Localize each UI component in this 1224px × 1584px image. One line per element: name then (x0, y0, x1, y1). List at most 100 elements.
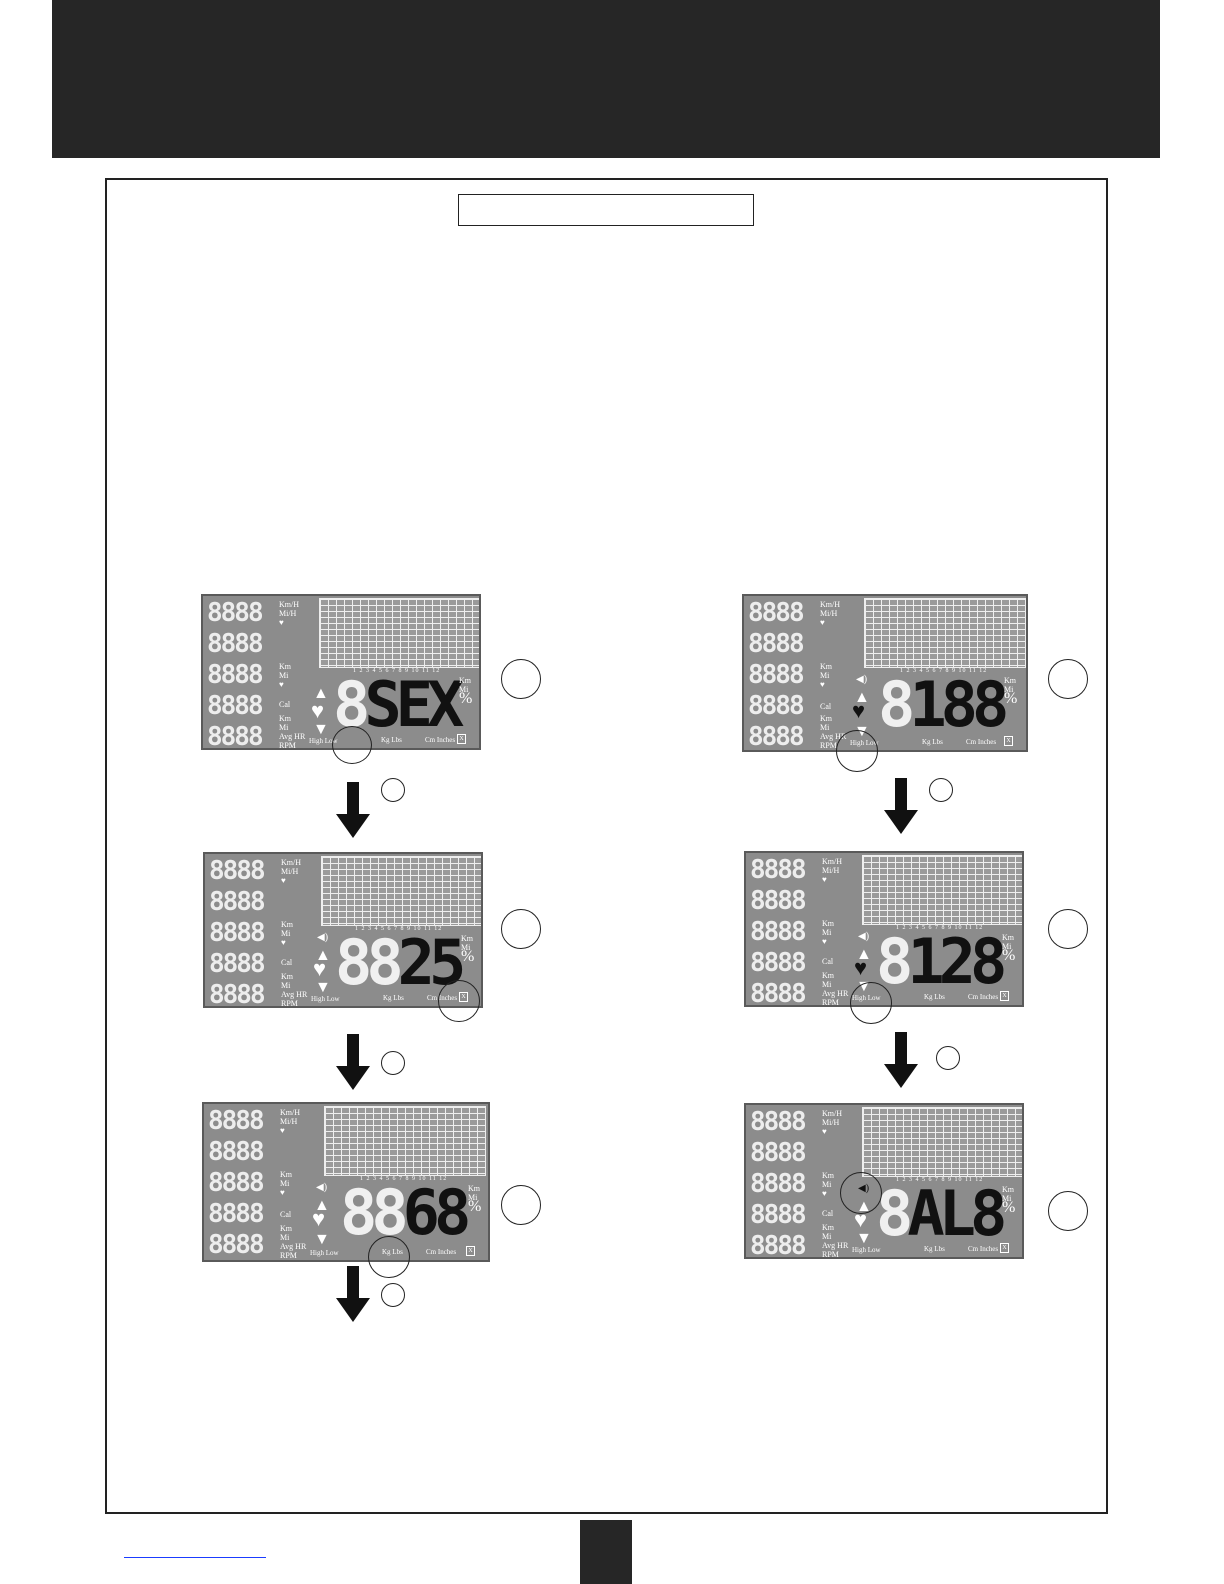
lcd-percent: % (1002, 1199, 1016, 1216)
footer-link-underline[interactable] (124, 1557, 266, 1558)
lcd-cm-inches: Cm Inches (968, 993, 999, 1001)
lcd-x-box: X (1000, 1243, 1009, 1253)
lcd-left-column: 8888 8888 8888 8888 8888 (750, 855, 807, 1005)
lcd-high-low: High Low (311, 995, 340, 1003)
lcd-seg-row: 8888 (750, 1169, 807, 1199)
lcd-cm-inches: Cm Inches (968, 1245, 999, 1253)
heart-icon: ♥ (854, 1207, 868, 1232)
lcd-main-readout: 8188 (878, 668, 1009, 741)
lcd-percent: % (468, 1198, 482, 1215)
up-triangle-icon: ▲ (315, 947, 331, 964)
lcd-column-numbers: 1 2 3 4 5 6 7 8 9 10 11 12 (900, 668, 988, 674)
lcd-left-column: 8888 8888 8888 8888 8888 (207, 598, 264, 750)
lcd-seg-row: 8888 (207, 722, 264, 750)
highlight-ring (836, 730, 878, 772)
lcd-x-box: X (466, 1246, 475, 1256)
lcd-seg-row: 8888 (209, 856, 266, 886)
lcd-column-numbers: 1 2 3 4 5 6 7 8 9 10 11 12 (360, 1176, 448, 1182)
highlight-ring (438, 980, 480, 1022)
lcd-dot-matrix (319, 598, 479, 668)
lcd-seg-row: 8888 (750, 917, 807, 947)
lcd-seg-row: 8888 (750, 1200, 807, 1230)
lcd-seg-row: 8888 (748, 660, 805, 690)
down-arrow-icon (336, 1034, 370, 1090)
lcd-seg-row: 8888 (750, 886, 807, 916)
lcd-unit-cal: Cal (279, 700, 291, 709)
step-circle (1048, 659, 1088, 699)
lcd-column-numbers: 1 2 3 4 5 6 7 8 9 10 11 12 (896, 1177, 984, 1183)
lcd-seg-row: 8888 (750, 1231, 807, 1259)
up-triangle-icon: ▲ (856, 946, 872, 963)
heart-icon: ♥ (312, 1206, 326, 1231)
lcd-seg-row: 8888 (748, 629, 805, 659)
speaker-icon: ◀) (858, 931, 870, 942)
lcd-seg-row: 8888 (750, 1138, 807, 1168)
up-triangle-icon: ▲ (854, 689, 870, 706)
step-circle-small (936, 1046, 960, 1070)
lcd-column-numbers: 1 2 3 4 5 6 7 8 9 10 11 12 (896, 925, 984, 931)
lcd-kg-lbs: Kg Lbs (924, 993, 945, 1001)
lcd-unit-cal: Cal (822, 1209, 834, 1218)
speaker-icon: ◀) (317, 932, 329, 943)
up-triangle-icon: ▲ (314, 1197, 330, 1214)
heart-icon: ♥ (852, 698, 866, 723)
lcd-seg-row: 8888 (748, 691, 805, 721)
lcd-x-box: X (1004, 736, 1013, 746)
lcd-column-numbers: 1 2 3 4 5 6 7 8 9 10 11 12 (355, 926, 443, 932)
lcd-seg-row: 8888 (207, 629, 264, 659)
lcd-seg-row: 8888 (207, 598, 264, 628)
step-circle-small (381, 1051, 405, 1075)
step-circle (501, 659, 541, 699)
lcd-cm-inches: Cm Inches (966, 738, 997, 746)
lcd-seg-row: 8888 (207, 660, 264, 690)
step-circle-small (381, 1283, 405, 1307)
down-triangle-icon: ▼ (856, 1230, 872, 1247)
lcd-left-column: 8888 8888 8888 8888 8888 (208, 1106, 265, 1260)
lcd-percent: % (461, 948, 475, 965)
lcd-main-readout: 8868 (340, 1176, 471, 1249)
section-title-box (458, 194, 754, 226)
up-triangle-icon: ▲ (313, 685, 329, 702)
lcd-dot-matrix (862, 855, 1022, 925)
highlight-ring (368, 1236, 410, 1278)
lcd-seg-row: 8888 (750, 1107, 807, 1137)
step-circle (1048, 1191, 1088, 1231)
lcd-kg-lbs: Kg Lbs (381, 736, 402, 744)
lcd-seg-row: 8888 (748, 722, 805, 752)
lcd-left-column: 8888 8888 8888 8888 8888 (750, 1107, 807, 1259)
lcd-high-low: High Low (310, 1249, 339, 1257)
lcd-dot-matrix (321, 856, 481, 926)
heart-icon: ♥ (311, 698, 325, 723)
lcd-seg-row: 8888 (209, 980, 266, 1008)
step-circle-small (929, 778, 953, 802)
lcd-x-box: X (457, 734, 466, 744)
step-circle (501, 909, 541, 949)
lcd-cm-inches: Cm Inches (426, 1248, 457, 1256)
down-arrow-icon (336, 1266, 370, 1322)
highlight-ring (840, 1172, 882, 1214)
lcd-percent: % (459, 690, 473, 707)
lcd-unit-cal: Cal (820, 702, 832, 711)
lcd-dot-matrix (862, 1107, 1022, 1177)
content-frame (105, 178, 1108, 1514)
lcd-kg-lbs: Kg Lbs (383, 994, 404, 1002)
